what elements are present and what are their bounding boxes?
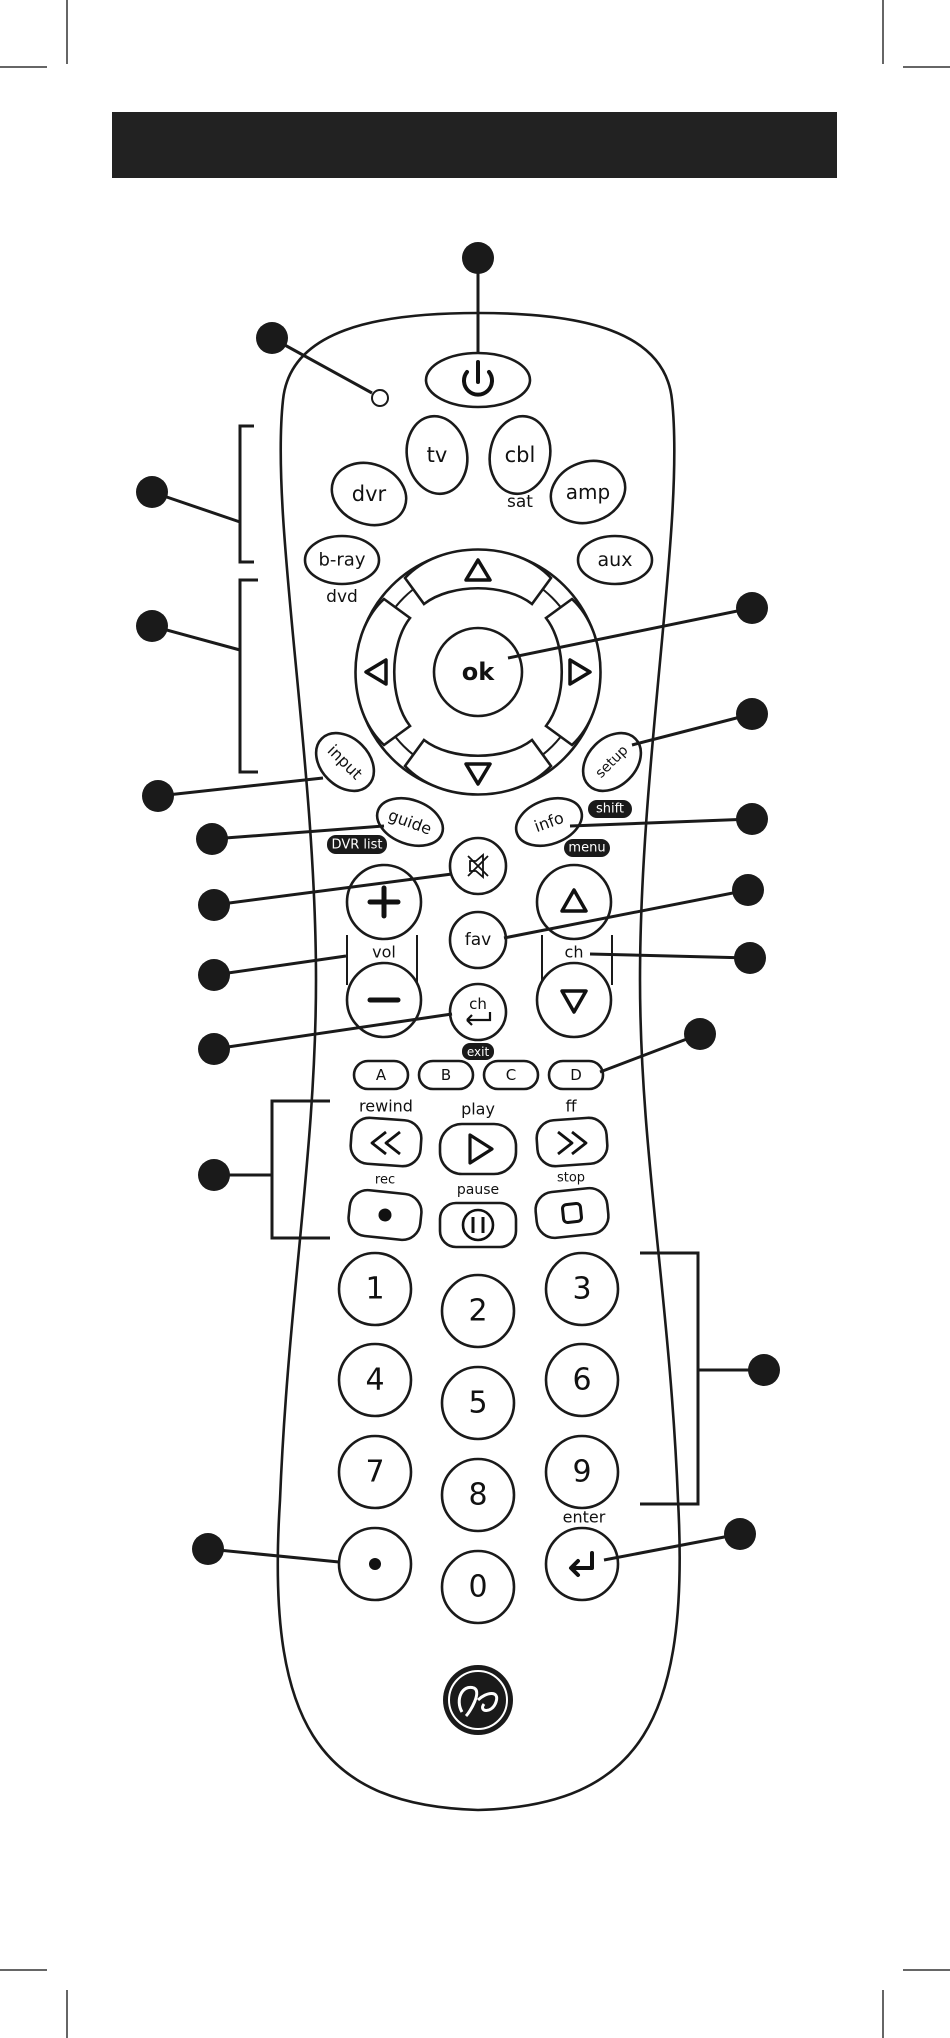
pause-label: pause: [457, 1182, 499, 1198]
button-b[interactable]: B: [419, 1061, 473, 1089]
title-banner: [112, 112, 837, 178]
svg-text:C: C: [506, 1066, 516, 1084]
digit-button-8[interactable]: 8: [442, 1459, 514, 1531]
ch-label: ch: [565, 943, 584, 962]
svg-text:2: 2: [468, 1294, 487, 1329]
svg-text:exit: exit: [467, 1045, 490, 1059]
stop-label: stop: [557, 1171, 585, 1186]
svg-text:ok: ok: [462, 658, 495, 686]
digit-button-5[interactable]: 5: [442, 1367, 514, 1439]
ff-label: ff: [565, 1097, 577, 1116]
ff-button[interactable]: [535, 1117, 608, 1168]
pause-button[interactable]: [440, 1203, 516, 1247]
record-icon: [379, 1209, 392, 1222]
menu-label: menu: [564, 839, 610, 857]
dot-icon: [369, 1558, 381, 1570]
button-a[interactable]: A: [354, 1061, 408, 1089]
svg-text:7: 7: [365, 1455, 384, 1490]
svg-text:aux: aux: [598, 549, 633, 571]
stop-button[interactable]: [534, 1186, 610, 1239]
svg-text:shift: shift: [596, 802, 624, 817]
svg-text:DVR list: DVR list: [332, 838, 383, 853]
svg-text:1: 1: [365, 1272, 384, 1307]
digit-button-3[interactable]: 3: [546, 1253, 618, 1325]
digit-button-0[interactable]: 0: [442, 1551, 514, 1623]
fav-button[interactable]: fav: [450, 912, 506, 968]
rec-label: rec: [375, 1173, 395, 1188]
svg-text:A: A: [376, 1066, 387, 1084]
device-button-aux[interactable]: aux: [578, 536, 652, 584]
button-c[interactable]: C: [484, 1061, 538, 1089]
svg-text:5: 5: [468, 1386, 487, 1421]
svg-text:b-ray: b-ray: [318, 550, 365, 571]
play-label: play: [461, 1100, 495, 1119]
button-d[interactable]: D: [549, 1061, 603, 1089]
svg-text:amp: amp: [566, 480, 610, 504]
exit-label: exit: [462, 1043, 494, 1060]
svg-text:4: 4: [365, 1363, 384, 1398]
channel-down-button[interactable]: [537, 963, 611, 1037]
digit-button-4[interactable]: 4: [339, 1344, 411, 1416]
rewind-label: rewind: [359, 1097, 413, 1116]
digit-button-7[interactable]: 7: [339, 1436, 411, 1508]
sat-label: sat: [507, 492, 533, 512]
dvd-label: dvd: [326, 587, 358, 607]
digit-button-2[interactable]: 2: [442, 1275, 514, 1347]
dvr-list-label: DVR list: [327, 835, 387, 854]
svg-text:0: 0: [468, 1570, 487, 1605]
led-indicator: [372, 390, 388, 406]
ok-button[interactable]: ok: [434, 628, 522, 716]
digit-button-1[interactable]: 1: [339, 1253, 411, 1325]
svg-text:fav: fav: [465, 930, 491, 950]
power-button[interactable]: [426, 353, 530, 407]
svg-text:ch: ch: [469, 995, 487, 1013]
volume-up-button[interactable]: [347, 865, 421, 939]
svg-text:cbl: cbl: [505, 443, 536, 467]
last-channel-button[interactable]: ch: [450, 984, 506, 1040]
device-button-bray[interactable]: b-ray: [305, 536, 379, 584]
shift-label: shift: [588, 800, 632, 818]
svg-text:3: 3: [572, 1272, 591, 1307]
enter-label: enter: [563, 1508, 606, 1527]
enter-button[interactable]: [546, 1528, 618, 1600]
digit-button-9[interactable]: 9: [546, 1436, 618, 1508]
svg-text:8: 8: [468, 1478, 487, 1513]
rec-button[interactable]: [347, 1188, 423, 1241]
svg-text:6: 6: [572, 1363, 591, 1398]
svg-text:9: 9: [572, 1455, 591, 1490]
volume-down-button[interactable]: [347, 963, 421, 1037]
svg-text:D: D: [570, 1066, 582, 1084]
rewind-button[interactable]: [349, 1117, 422, 1168]
dot-button[interactable]: [339, 1528, 411, 1600]
play-button[interactable]: [440, 1124, 516, 1174]
svg-text:B: B: [441, 1066, 451, 1084]
svg-text:menu: menu: [568, 841, 605, 856]
mute-button[interactable]: [450, 838, 506, 894]
vol-label: vol: [372, 943, 396, 962]
svg-text:tv: tv: [427, 443, 448, 467]
svg-text:dvr: dvr: [352, 482, 387, 506]
ge-logo: [443, 1665, 513, 1735]
digit-button-6[interactable]: 6: [546, 1344, 618, 1416]
